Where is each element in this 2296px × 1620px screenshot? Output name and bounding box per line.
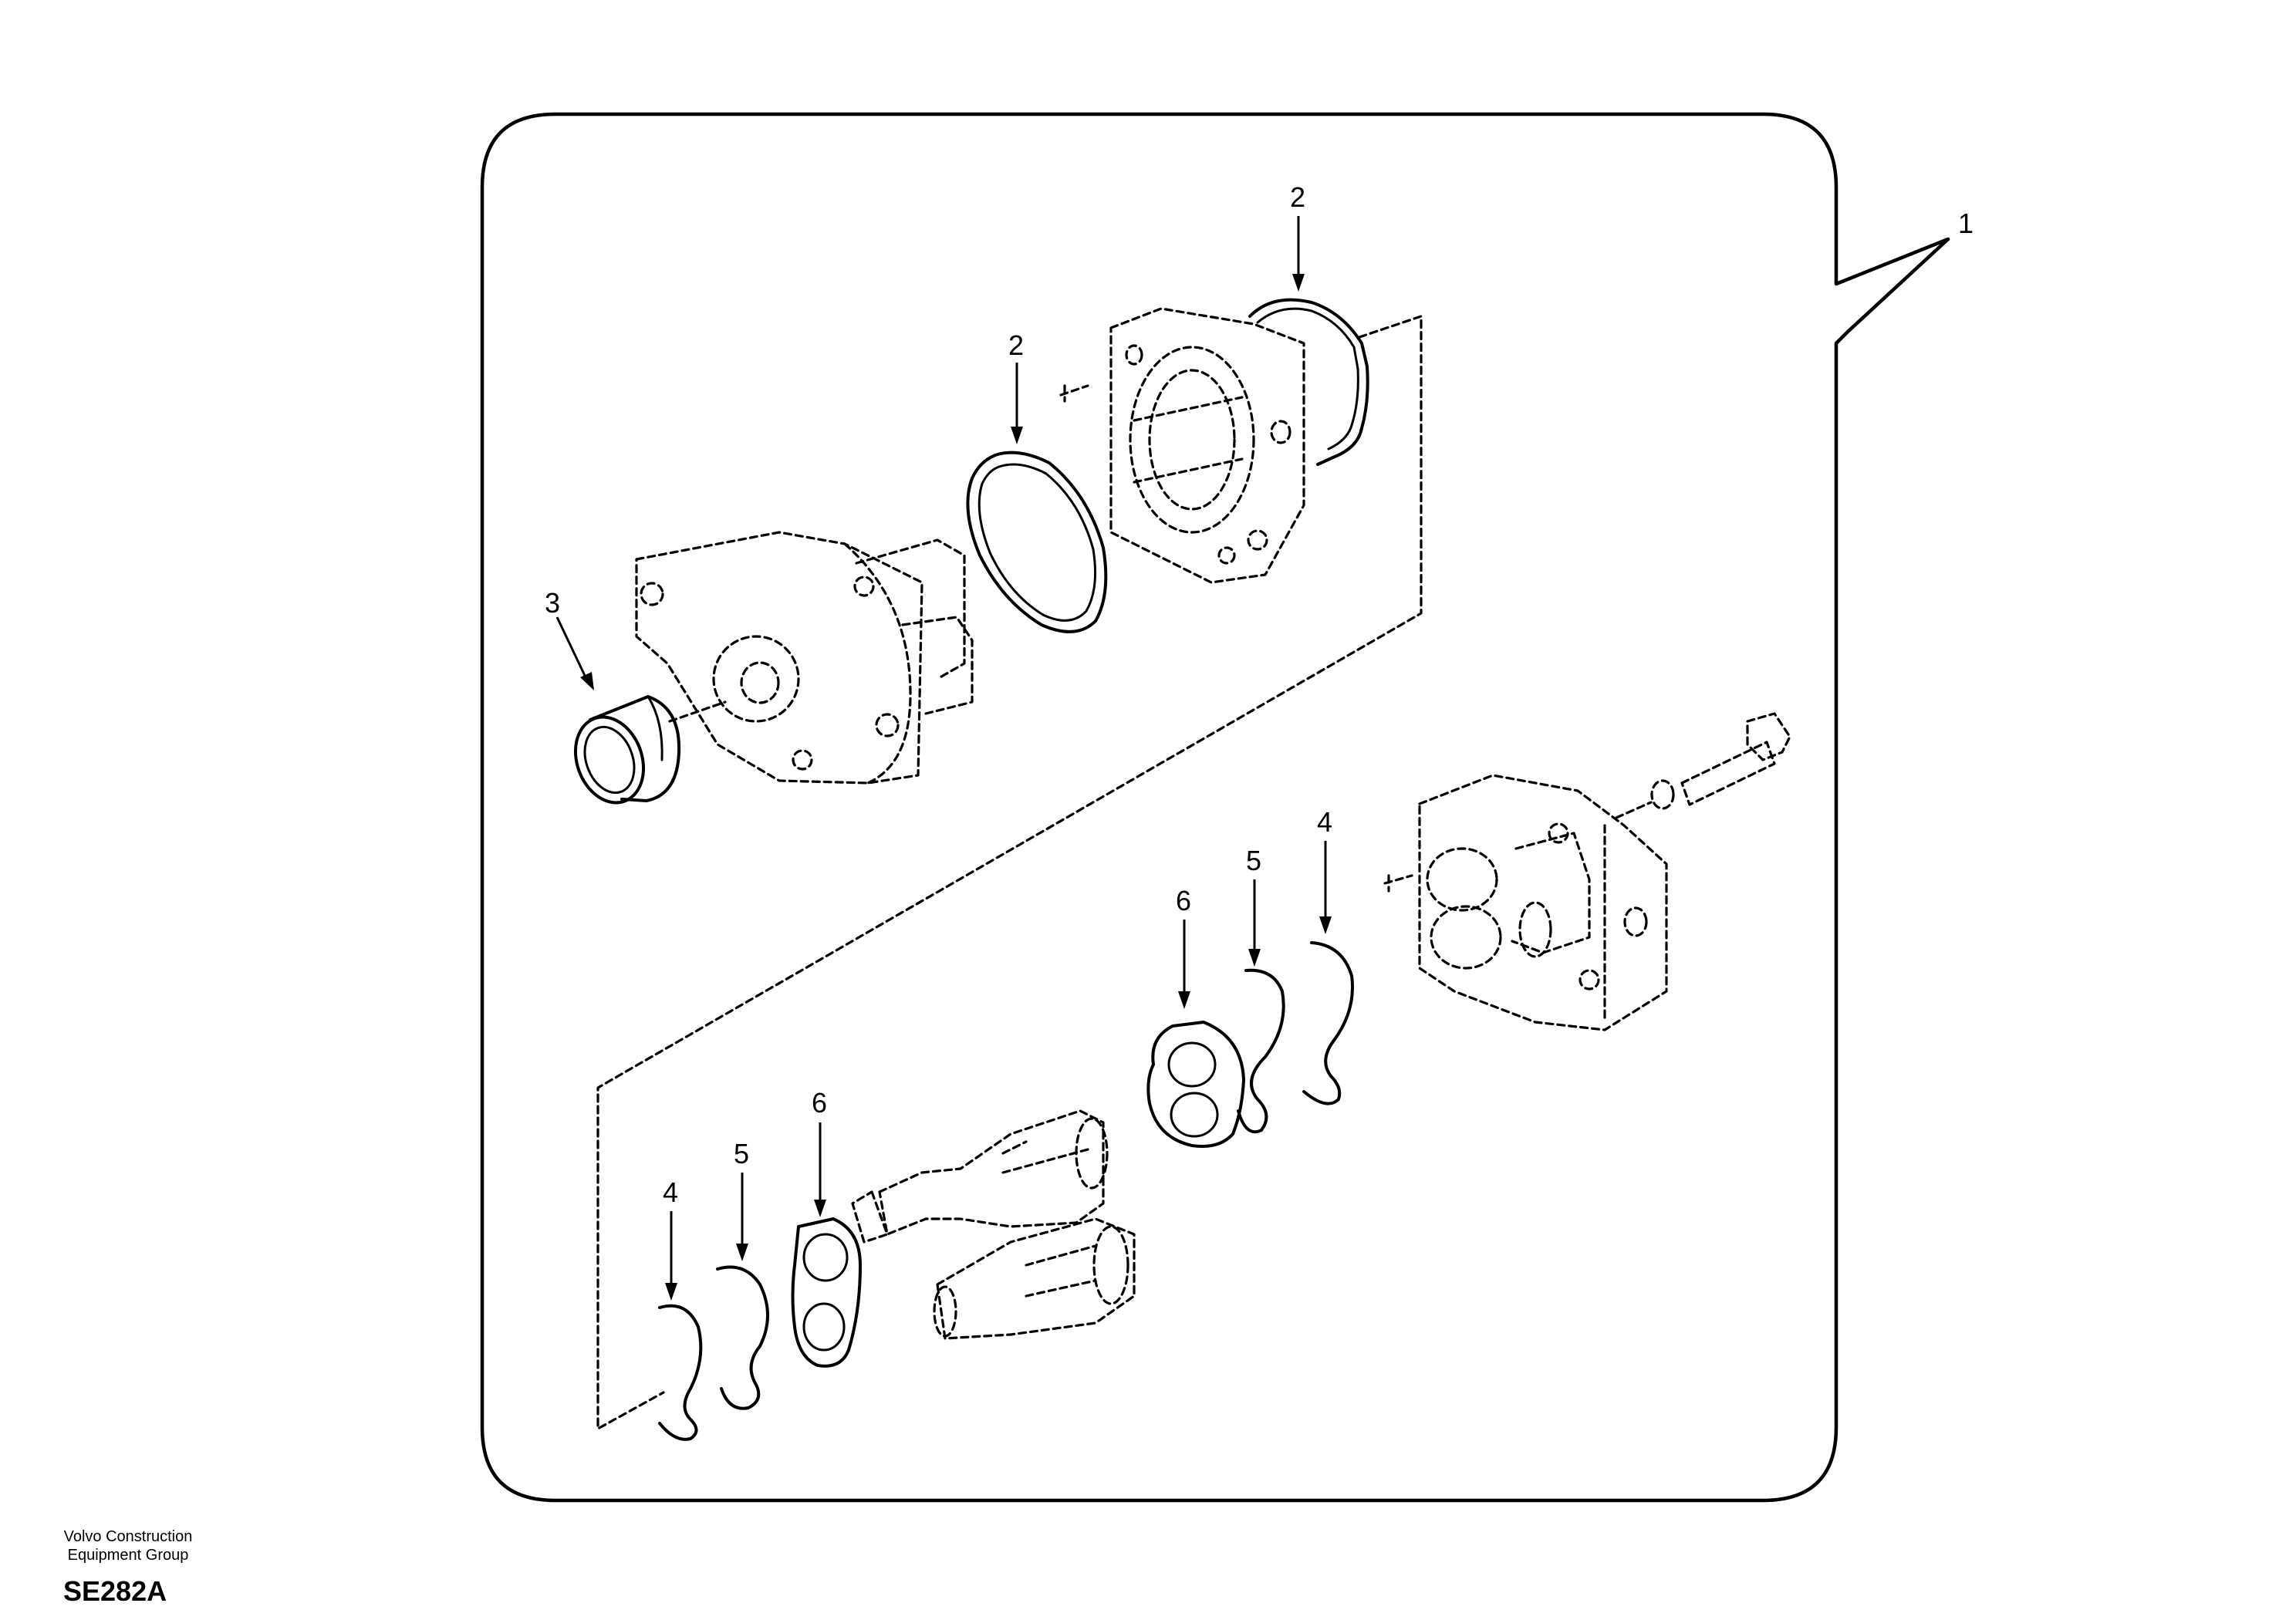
o-ring-middle (966, 451, 1108, 633)
assembly-outline (596, 315, 1423, 1430)
callout-2-number-upper: 2 (1290, 181, 1305, 213)
callout-5-number-left: 5 (734, 1138, 749, 1169)
backup-ring-right (1237, 968, 1285, 1134)
drive-gear-shaft (851, 1109, 1109, 1244)
driven-gear-shaft (933, 1217, 1136, 1340)
seal-ring (573, 695, 681, 805)
callout-6-number-right: 6 (1176, 885, 1191, 916)
wear-plate-right (1146, 1021, 1245, 1148)
o-ring-upper (1248, 298, 1369, 466)
callout-leaders (555, 216, 1332, 1301)
bolt-and-washer (1615, 712, 1791, 819)
callout-3-number: 3 (545, 587, 560, 619)
company-name-line1: Volvo Construction (63, 1528, 193, 1545)
company-name-line2: Equipment Group (67, 1547, 189, 1564)
rear-cover (1059, 307, 1305, 584)
callout-2-number-middle: 2 (1008, 329, 1024, 361)
backup-ring-left (716, 1265, 769, 1410)
callout-4-number-right: 4 (1317, 806, 1332, 838)
kit-frame (480, 112, 1950, 1503)
callout-6-number-left: 6 (812, 1087, 827, 1119)
wear-plate-left (791, 1217, 862, 1368)
front-housing (635, 531, 974, 785)
callout-5-number-right: 5 (1246, 845, 1261, 876)
callout-1-number: 1 (1958, 208, 1974, 239)
snap-ring-left (658, 1304, 703, 1441)
snap-ring-right (1302, 941, 1354, 1105)
callout-4-number-left: 4 (663, 1176, 678, 1208)
figure-footer: Volvo Construction Equipment Group SE282… (43, 1527, 213, 1608)
figure-code: SE282A (63, 1575, 167, 1607)
gear-housing (1383, 774, 1668, 1031)
